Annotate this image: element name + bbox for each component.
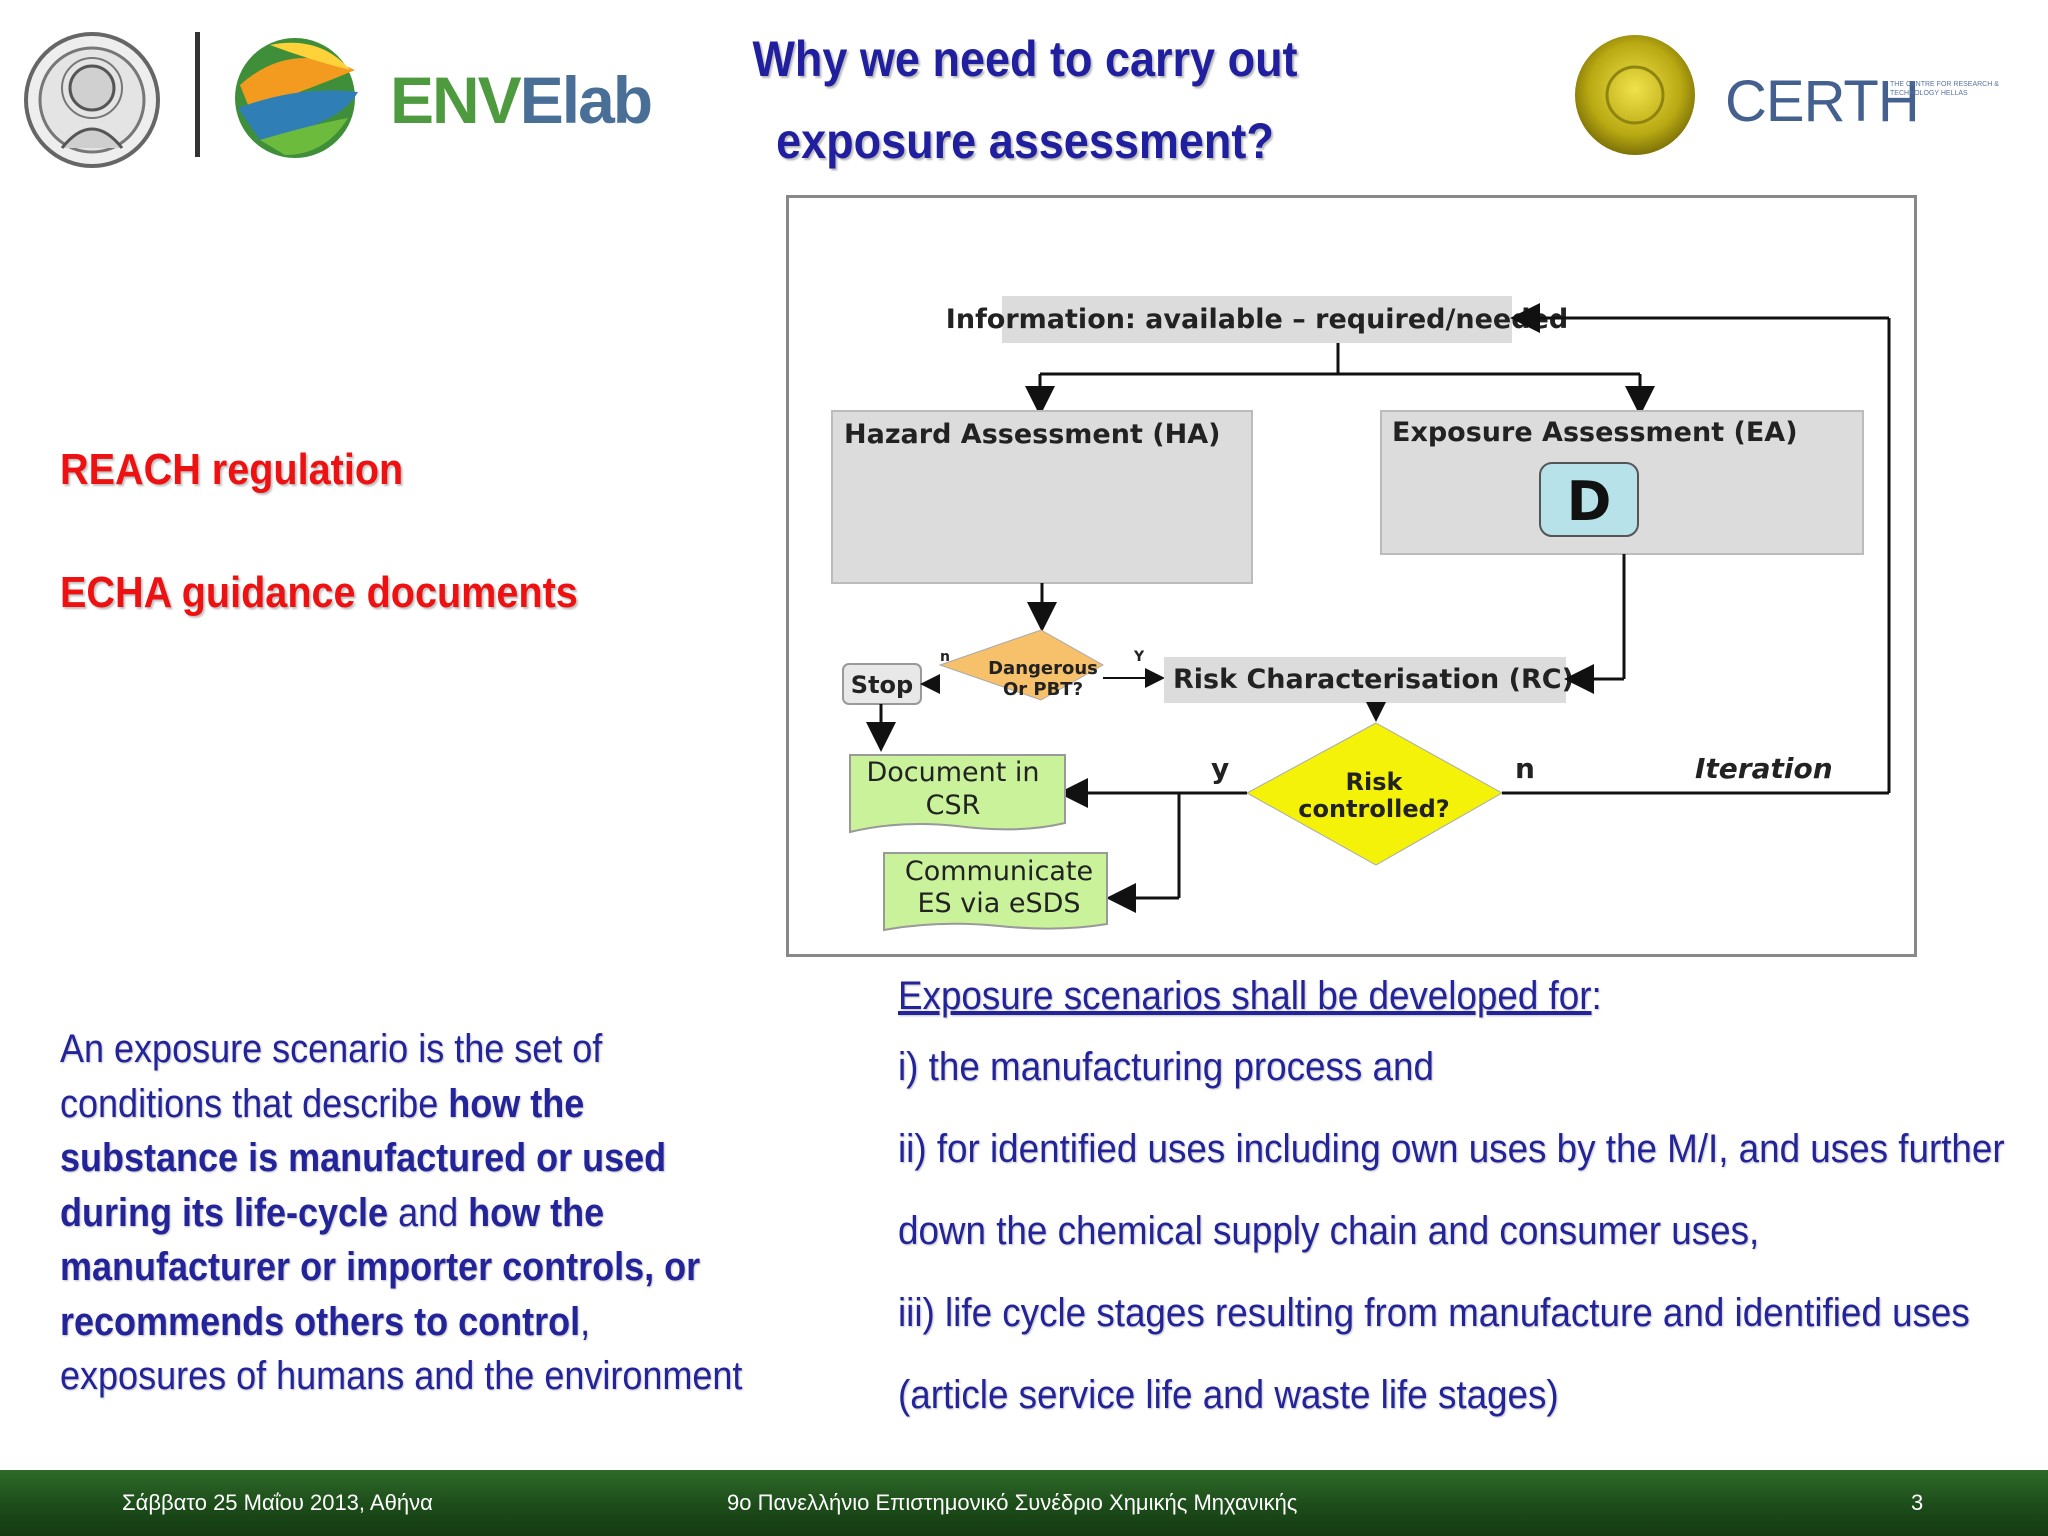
iteration-label: Iteration xyxy=(1695,752,1833,785)
exposure-assessment-label: Exposure Assessment (EA) xyxy=(1392,417,1798,448)
risk-yes-label: y xyxy=(1211,752,1229,785)
definition-bold-1: how the substance is manufactured or use… xyxy=(60,1081,667,1235)
dangerous-no-label: n xyxy=(940,649,950,665)
scenarios-header-text: Exposure scenarios shall be developed fo… xyxy=(898,974,1592,1018)
dangerous-yes-label: Y xyxy=(1133,649,1145,665)
certh-logo-subtitle: THE CENTRE FOR RESEARCH & TECHNOLOGY HEL… xyxy=(1890,81,1999,97)
scenario-item-iii-line2: (article service life and waste life sta… xyxy=(898,1373,1559,1417)
document-csr-note xyxy=(849,754,1066,834)
definition-text-3: , exposures of humans and the environmen… xyxy=(60,1299,743,1399)
dangerous-decision xyxy=(938,629,1105,701)
envelab-logo: ENVElab xyxy=(230,30,653,165)
footer-date: Σάββατο 25 Μαΐου 2013, Αθήνα xyxy=(122,1490,433,1515)
scenarios-header-colon: : xyxy=(1591,974,1602,1018)
footer-page-number: 3 xyxy=(1911,1490,1924,1515)
risk-label-1: Risk xyxy=(1346,768,1404,796)
scenario-item-i: i) the manufacturing process and xyxy=(898,1045,1434,1089)
certh-logo: CERTH THE CENTRE FOR RESEARCH & TECHNOLO… xyxy=(1570,30,2020,165)
dangerous-label-2: Or PBT? xyxy=(1003,679,1083,700)
document-label-2: CSR xyxy=(926,790,981,821)
dangerous-label-1: Dangerous xyxy=(988,658,1098,679)
definition-bold-2: how the manufacturer or importer control… xyxy=(60,1190,701,1344)
scenarios-header: Exposure scenarios shall be developed fo… xyxy=(898,966,1947,1026)
definition-text-1: An exposure scenario is the set of condi… xyxy=(60,1027,603,1126)
risk-no-label: n xyxy=(1515,752,1535,785)
document-label-1: Document in xyxy=(866,757,1039,788)
risk-assessment-flowchart: Information: available – required/needed… xyxy=(831,296,1891,932)
info-box xyxy=(1002,296,1512,343)
info-label: Information: available – required/needed xyxy=(946,304,1568,335)
communicate-label-1: Communicate xyxy=(905,856,1093,887)
envelab-logo-text: ENVElab xyxy=(390,63,653,137)
scenario-item-ii-line1: ii) for identified uses including own us… xyxy=(898,1127,2005,1171)
hazard-assessment-label: Hazard Assessment (HA) xyxy=(844,419,1220,450)
risk-label-2: controlled? xyxy=(1298,795,1449,823)
risk-characterisation-box xyxy=(1164,657,1566,703)
risk-controlled-decision xyxy=(1245,722,1504,866)
university-seal-logo xyxy=(22,30,162,170)
scenario-item-ii-line2: down the chemical supply chain and consu… xyxy=(898,1209,1760,1253)
slide-footer: Σάββατο 25 Μαΐου 2013, Αθήνα 9ο Πανελλήν… xyxy=(0,1470,2048,1536)
communicate-label-2: ES via eSDS xyxy=(917,888,1080,919)
definition-text-2: and xyxy=(388,1190,469,1235)
hazard-assessment-box xyxy=(831,410,1253,584)
d-label: D xyxy=(1567,470,1612,533)
d-box xyxy=(1539,462,1639,537)
communicate-esds-note xyxy=(883,852,1108,932)
exposure-scenario-definition: An exposure scenario is the set of condi… xyxy=(60,1022,744,1404)
stop-label: Stop xyxy=(851,671,913,699)
certh-logo-text: CERTH xyxy=(1725,69,1920,134)
title-line-2: exposure assessment? xyxy=(776,113,1274,169)
reach-regulation-label: REACH regulation xyxy=(60,445,404,494)
scenario-item-iii-line1: iii) life cycle stages resulting from ma… xyxy=(898,1291,1970,1335)
title-line-1: Why we need to carry out xyxy=(752,31,1298,87)
footer-conference: 9ο Πανελλήνιο Επιστημονικό Συνέδριο Χημι… xyxy=(727,1490,1298,1515)
echa-guidance-label: ECHA guidance documents xyxy=(60,568,578,617)
exposure-scenarios-list: Exposure scenarios shall be developed fo… xyxy=(898,966,2005,1436)
risk-characterisation-label: Risk Characterisation (RC) xyxy=(1173,664,1574,695)
header-divider xyxy=(195,32,200,157)
page-title: Why we need to carry out exposure assess… xyxy=(688,18,1363,182)
